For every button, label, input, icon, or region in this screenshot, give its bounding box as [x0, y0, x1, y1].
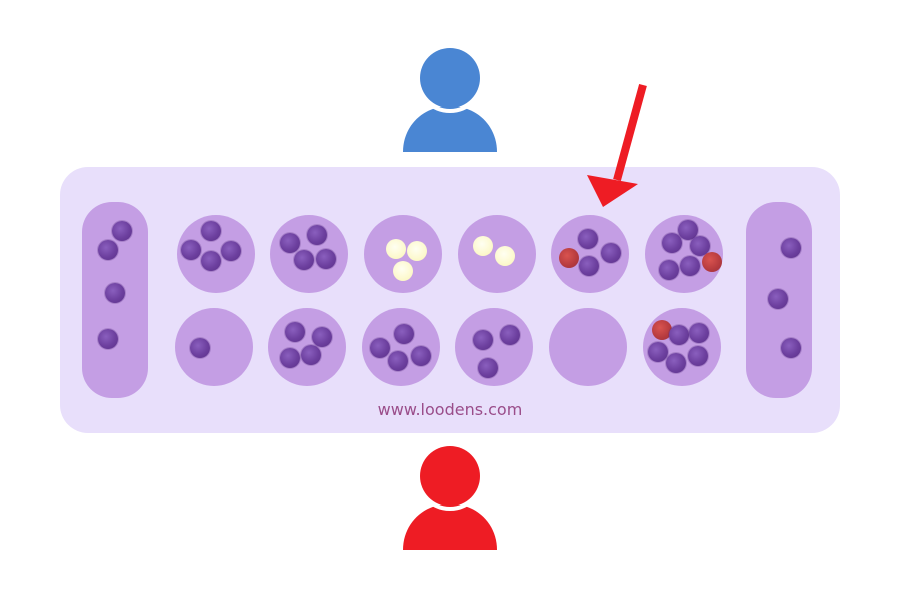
pit-bottom-6[interactable] [643, 308, 721, 386]
seed [781, 238, 801, 258]
seed [559, 248, 579, 268]
seed [495, 246, 515, 266]
seed [688, 346, 708, 366]
seed [579, 256, 599, 276]
pit-bottom-1[interactable] [175, 308, 253, 386]
seed [781, 338, 801, 358]
seed [388, 351, 408, 371]
seed [98, 240, 118, 260]
seed [411, 346, 431, 366]
pit-bottom-3[interactable] [362, 308, 440, 386]
seed [578, 229, 598, 249]
seed [662, 233, 682, 253]
seed [386, 239, 406, 259]
seed [648, 342, 668, 362]
pit-bottom-5[interactable] [549, 308, 627, 386]
seed [680, 256, 700, 276]
top-player-user-icon [403, 48, 497, 152]
seed [669, 325, 689, 345]
seed [105, 283, 125, 303]
left-store [82, 202, 148, 398]
pit-top-5[interactable] [551, 215, 629, 293]
seed [659, 260, 679, 280]
seed [689, 323, 709, 343]
seed [280, 233, 300, 253]
seed [307, 225, 327, 245]
seed [221, 241, 241, 261]
seed [98, 329, 118, 349]
seed [473, 330, 493, 350]
seed [112, 221, 132, 241]
seed [201, 221, 221, 241]
seed [601, 243, 621, 263]
seed [280, 348, 300, 368]
pit-bottom-4[interactable] [455, 308, 533, 386]
seed [702, 252, 722, 272]
mancala-board: www.loodens.com [60, 167, 840, 433]
seed [285, 322, 305, 342]
seed [181, 240, 201, 260]
pit-top-2[interactable] [270, 215, 348, 293]
pit-bottom-2[interactable] [268, 308, 346, 386]
seed [301, 345, 321, 365]
pit-top-1[interactable] [177, 215, 255, 293]
arrow-down-left-icon [587, 83, 647, 207]
seed [312, 327, 332, 347]
seed [652, 320, 672, 340]
seed [478, 358, 498, 378]
pit-top-3[interactable] [364, 215, 442, 293]
bottom-player-user-icon [403, 446, 497, 550]
seed [294, 250, 314, 270]
seed [690, 236, 710, 256]
seed [500, 325, 520, 345]
seed [768, 289, 788, 309]
seed [473, 236, 493, 256]
seed [190, 338, 210, 358]
seed [201, 251, 221, 271]
seed [666, 353, 686, 373]
seed [393, 261, 413, 281]
right-store [746, 202, 812, 398]
seed [394, 324, 414, 344]
pit-top-4[interactable] [458, 215, 536, 293]
seed [370, 338, 390, 358]
seed [678, 220, 698, 240]
pit-top-6[interactable] [645, 215, 723, 293]
seed [407, 241, 427, 261]
website-url: www.loodens.com [377, 400, 523, 419]
seed [316, 249, 336, 269]
